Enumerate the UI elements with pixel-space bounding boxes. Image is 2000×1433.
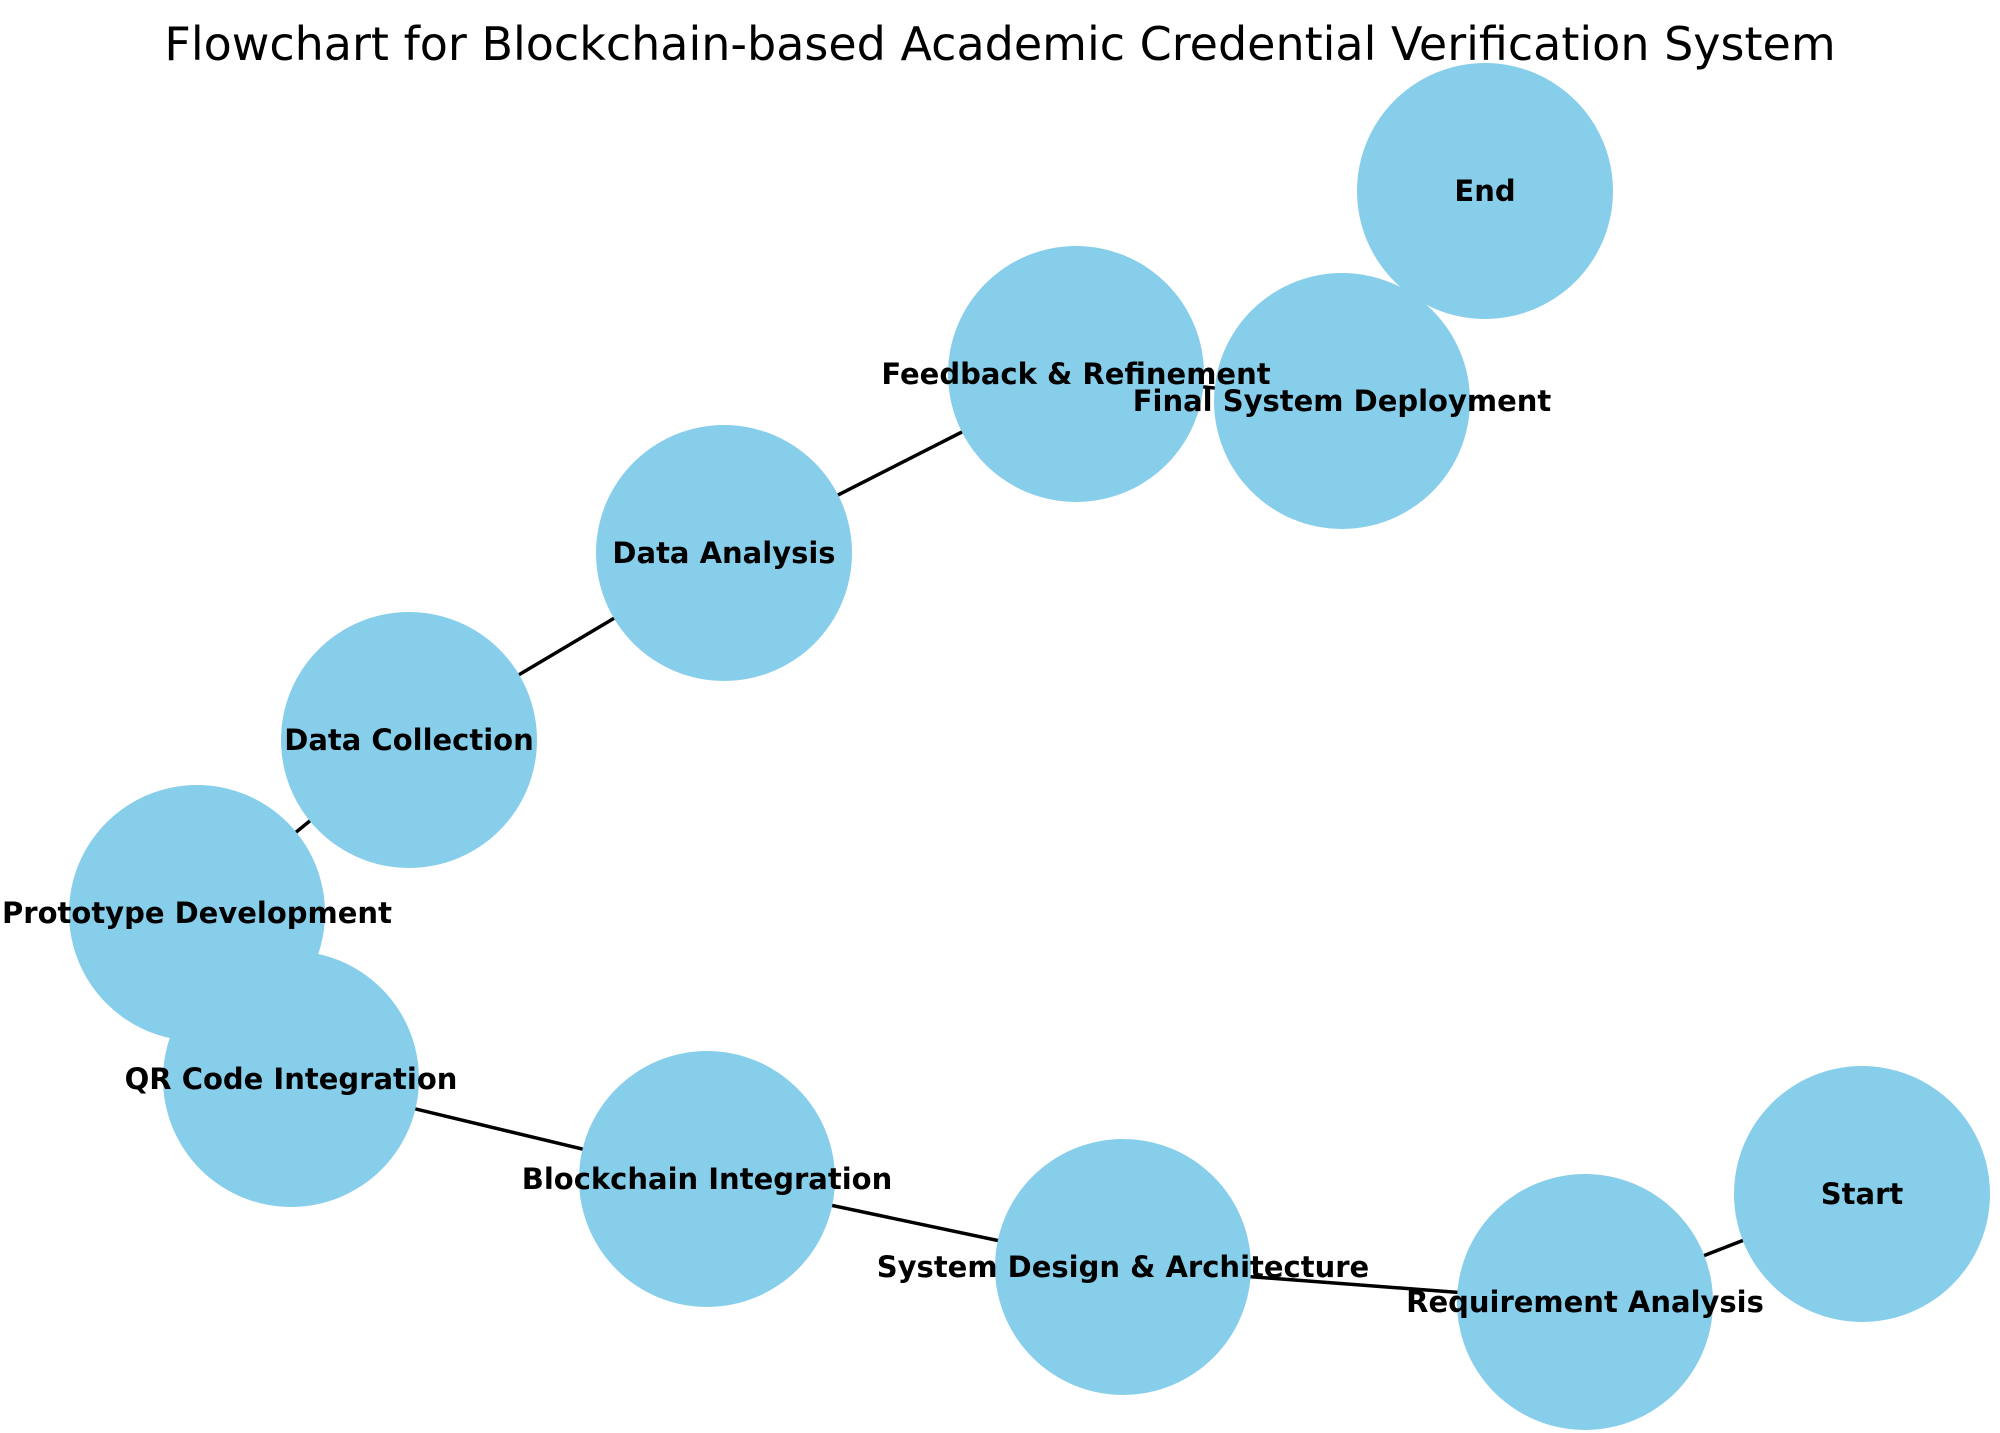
node-data-collection [281,612,537,868]
node-label-system-design: System Design & Architecture [877,1250,1369,1284]
node-label-start: Start [1821,1177,1904,1211]
node-prototype-development [69,785,325,1041]
node-blockchain-integration [579,1051,835,1307]
node-final-deployment [1214,273,1470,529]
diagram-title: Flowchart for Blockchain-based Academic … [164,17,1836,71]
node-system-design [995,1139,1251,1395]
node-data-analysis [596,425,852,681]
node-requirement-analysis [1457,1174,1713,1430]
node-label-end: End [1454,174,1515,208]
node-label-prototype-development: Prototype Development [2,896,392,930]
node-label-final-deployment: Final System Deployment [1133,384,1552,418]
node-label-data-analysis: Data Analysis [612,536,835,570]
node-end [1357,63,1613,319]
node-label-blockchain-integration: Blockchain Integration [522,1162,893,1196]
node-start [1734,1066,1990,1322]
node-label-requirement-analysis: Requirement Analysis [1406,1285,1764,1319]
node-feedback-refinement [948,246,1204,502]
node-label-qr-code-integration: QR Code Integration [125,1062,458,1096]
node-label-feedback-refinement: Feedback & Refinement [881,357,1270,391]
node-label-data-collection: Data Collection [284,723,534,757]
